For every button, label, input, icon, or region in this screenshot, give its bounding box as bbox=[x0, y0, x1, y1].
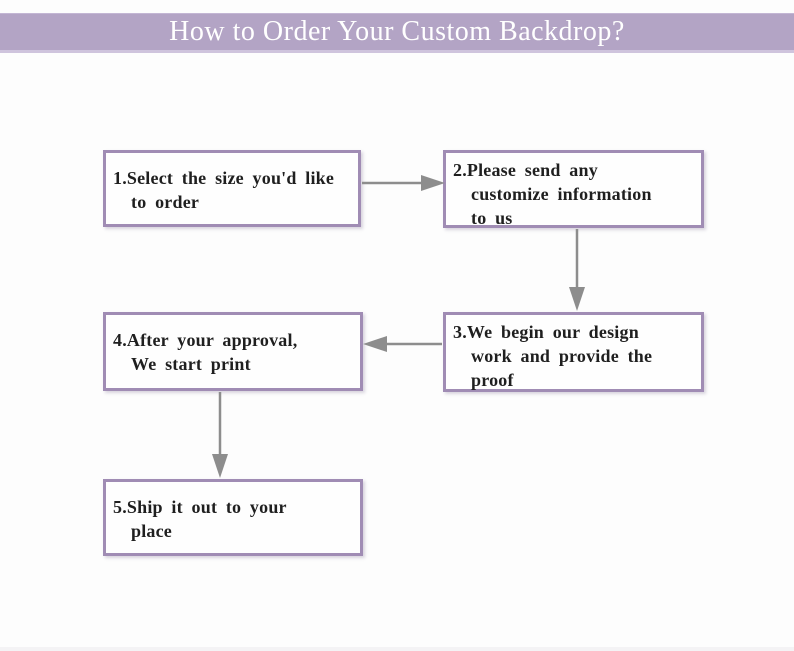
step-1-line-1: 1.Select the size you'd like bbox=[113, 168, 335, 188]
step-5-line-2: place bbox=[131, 521, 172, 541]
step-box-2: 2.Please send any customize information … bbox=[443, 150, 704, 228]
step-3-line-3: proof bbox=[471, 370, 514, 390]
step-box-1: 1.Select the size you'd like to order bbox=[103, 150, 361, 227]
step-2-line-3: to us bbox=[471, 208, 513, 228]
step-box-3: 3.We begin our design work and provide t… bbox=[443, 312, 704, 392]
step-box-4: 4.After your approval, We start print bbox=[103, 312, 363, 391]
bottom-edge-strip bbox=[0, 647, 794, 651]
step-2-line-1: 2.Please send any bbox=[453, 160, 598, 180]
step-4-line-1: 4.After your approval, bbox=[113, 330, 298, 350]
step-5-line-1: 5.Ship it out to your bbox=[113, 497, 287, 517]
arrow-step2-to-step3 bbox=[569, 229, 585, 311]
arrow-step4-to-step5 bbox=[212, 392, 228, 478]
arrow-step3-to-step4 bbox=[363, 336, 442, 352]
step-2-line-2: customize information bbox=[471, 184, 652, 204]
step-1-line-2: to order bbox=[131, 192, 200, 212]
step-4-line-2: We start print bbox=[131, 354, 251, 374]
page-title: How to Order Your Custom Backdrop? bbox=[169, 16, 625, 47]
arrow-step1-to-step2 bbox=[362, 175, 445, 191]
step-3-line-1: 3.We begin our design bbox=[453, 322, 639, 342]
step-box-5: 5.Ship it out to your place bbox=[103, 479, 363, 556]
header-bar: How to Order Your Custom Backdrop? bbox=[0, 13, 794, 53]
step-3-line-2: work and provide the bbox=[471, 346, 653, 366]
